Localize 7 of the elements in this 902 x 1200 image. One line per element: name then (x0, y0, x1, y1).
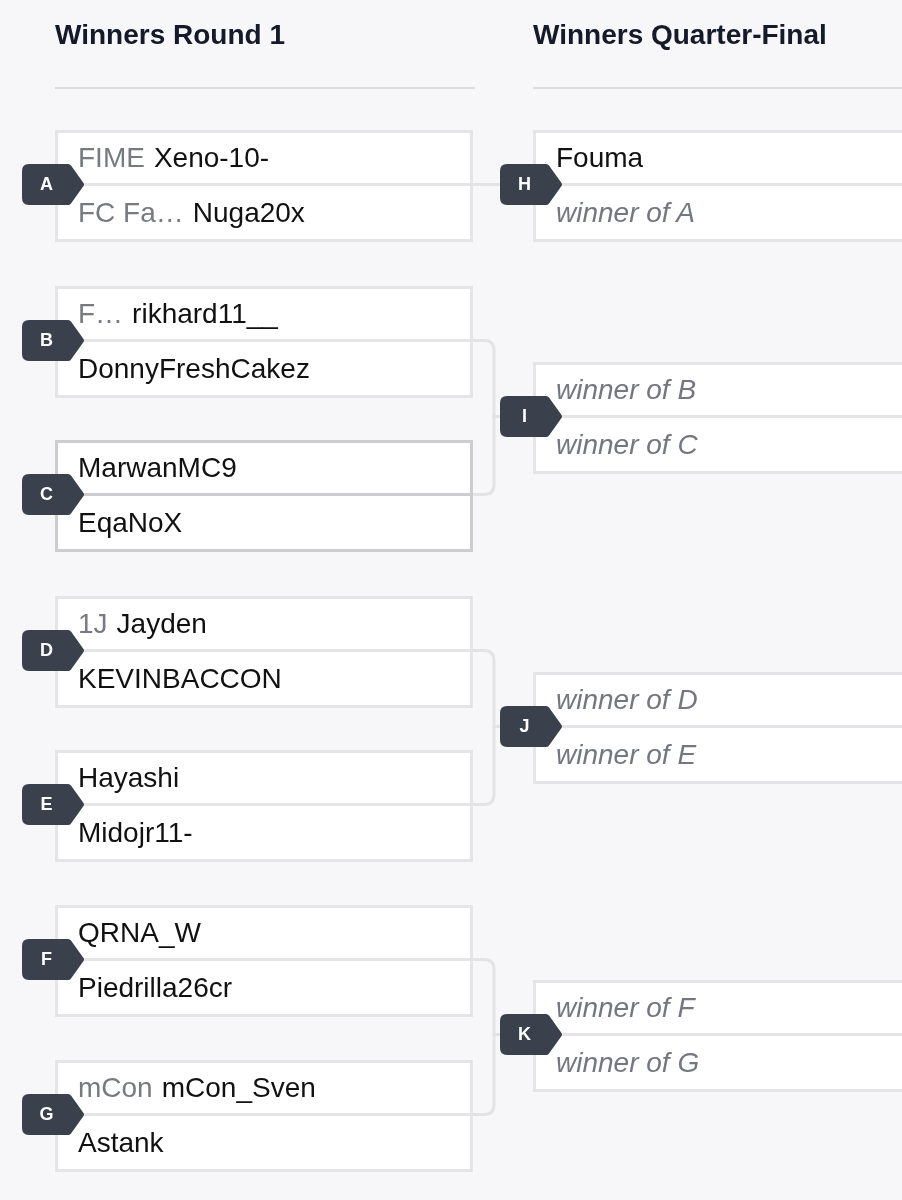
player-name: rikhard11__ (132, 298, 278, 330)
column-heading: Winners Quarter-Final (533, 18, 827, 52)
player-name: Xeno-10- (153, 142, 270, 174)
player-name: mCon_Sven (161, 1072, 316, 1104)
column-heading: Winners Round 1 (55, 18, 285, 52)
player-name: Nuga20x (192, 196, 305, 229)
player-name: Jayden (116, 608, 207, 640)
